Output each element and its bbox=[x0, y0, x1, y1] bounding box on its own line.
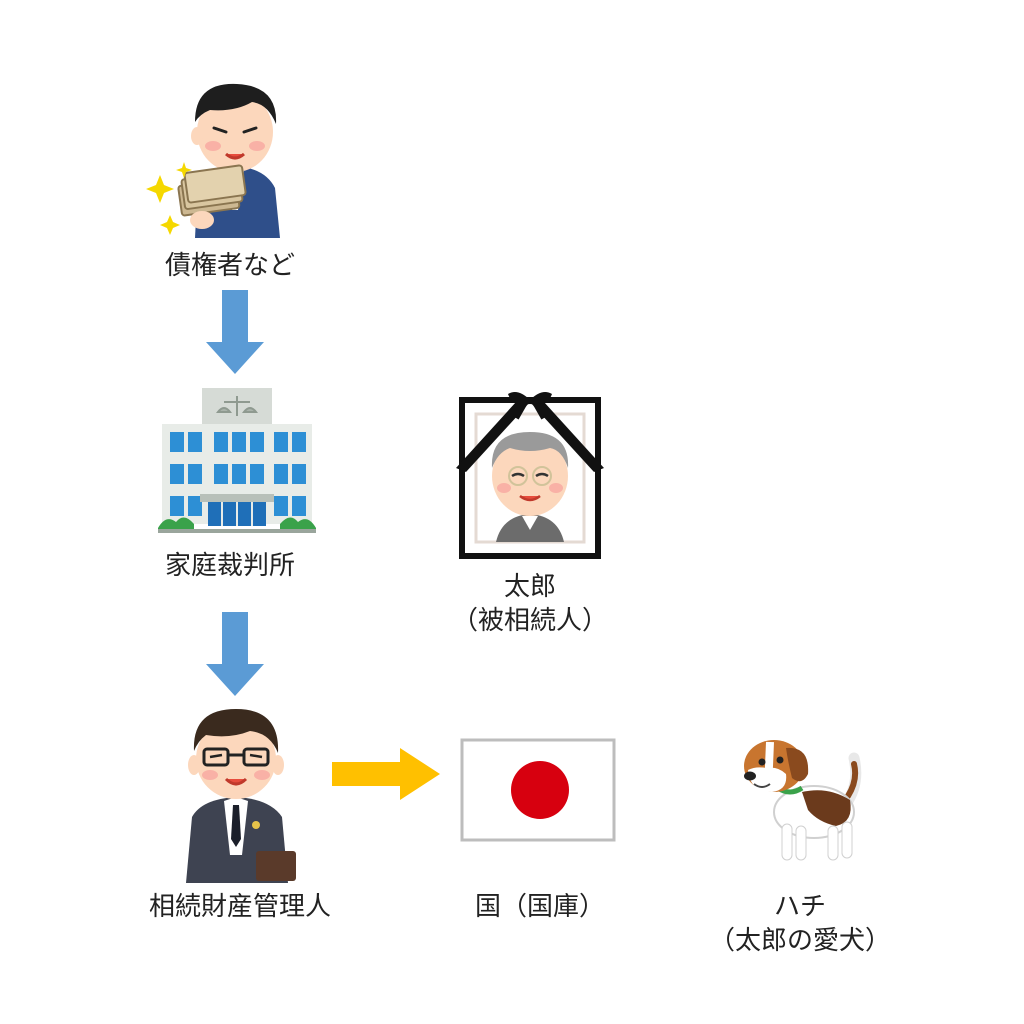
arrow-court-to-administrator bbox=[206, 612, 264, 696]
court-building-icon bbox=[158, 388, 316, 533]
state-node bbox=[460, 738, 616, 842]
arrow-administrator-to-state bbox=[332, 748, 440, 800]
decedent-label-line2: （被相続人） bbox=[451, 606, 608, 636]
administrator-label: 相続財産管理人 bbox=[148, 892, 331, 922]
arrow-creditor-to-court bbox=[206, 290, 264, 374]
dog-label-line1: ハチ bbox=[773, 892, 826, 922]
arrow-down-icon bbox=[206, 612, 264, 696]
japan-flag-icon bbox=[460, 738, 616, 842]
dog-label-line2: （太郎の愛犬） bbox=[708, 926, 891, 956]
creditor-label: 債権者など bbox=[164, 251, 295, 281]
court-node bbox=[158, 388, 316, 533]
administrator-man-icon bbox=[186, 709, 296, 883]
creditor-node bbox=[140, 70, 300, 245]
court-label: 家庭裁判所 bbox=[164, 551, 295, 581]
beagle-dog-icon bbox=[744, 740, 862, 861]
businessman-with-money-icon bbox=[146, 83, 280, 238]
arrow-down-icon bbox=[206, 290, 264, 374]
memorial-portrait-icon bbox=[456, 392, 604, 559]
dog-node bbox=[728, 730, 868, 865]
administrator-node bbox=[172, 705, 302, 883]
decedent-label-line1: 太郎 bbox=[503, 572, 556, 602]
decedent-node bbox=[456, 388, 604, 560]
state-label: 国（国庫） bbox=[474, 892, 605, 922]
arrow-right-icon bbox=[332, 748, 440, 800]
